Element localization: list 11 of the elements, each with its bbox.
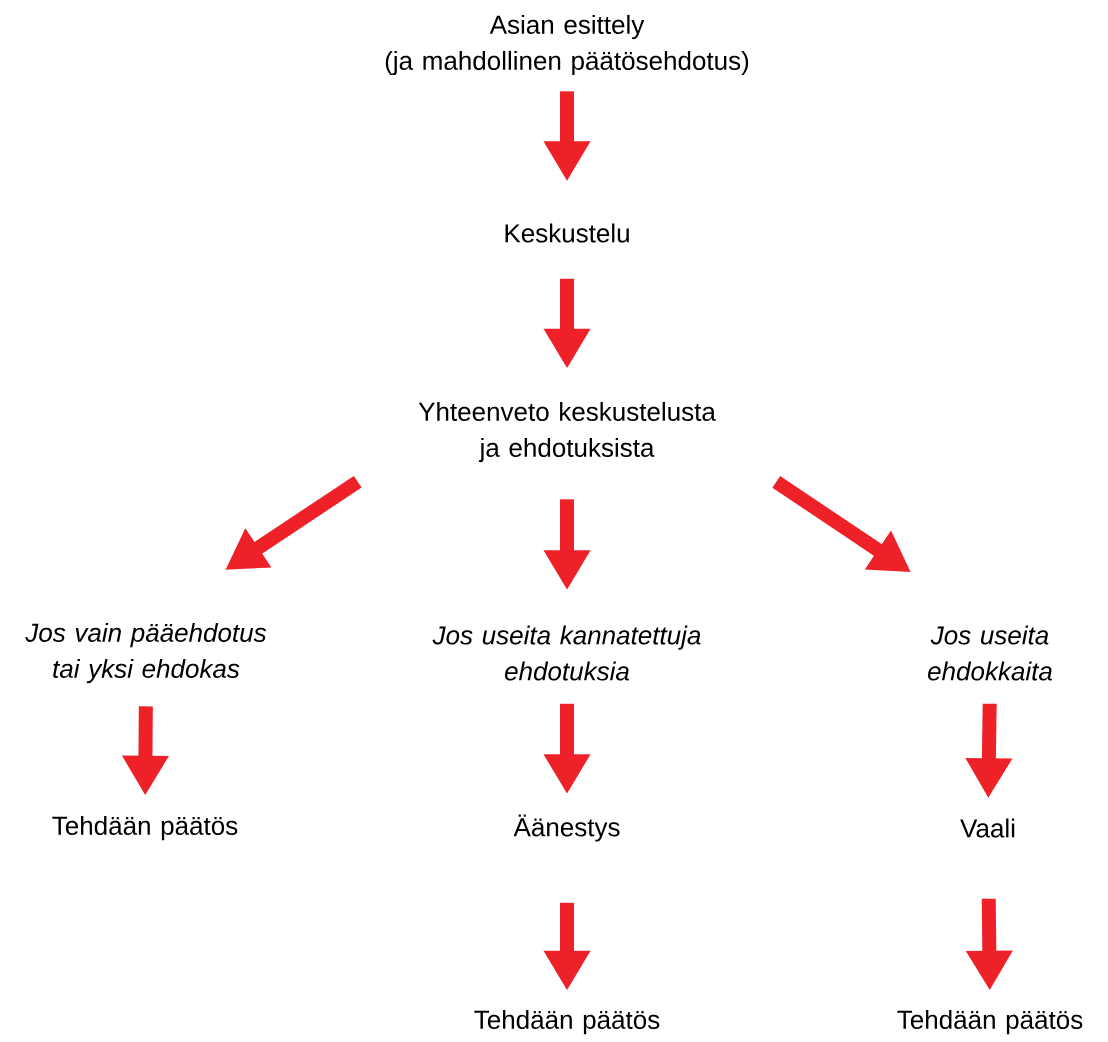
step-text: Äänestys — [513, 814, 620, 842]
step-text: Vaali — [960, 818, 1015, 838]
step-text: Tehdään päätös — [52, 815, 238, 841]
step-text: Jos vain pääehdotus tai yksi ehdokas — [25, 622, 267, 684]
step-text: Tehdään päätös — [474, 1009, 660, 1035]
step-text: Asian esittely (ja mahdollinen päätösehdotus) — [385, 14, 749, 76]
step-text: Jos useita kannatettuja ehdotuksia — [432, 625, 701, 681]
step-text: Tehdään päätös — [897, 1009, 1083, 1035]
step-text: Yhteenveto keskustelusta ja ehdotuksista — [418, 401, 716, 463]
step-text: Jos useita ehdokkaita — [928, 625, 1052, 681]
step-text: Keskustelu — [505, 223, 629, 243]
